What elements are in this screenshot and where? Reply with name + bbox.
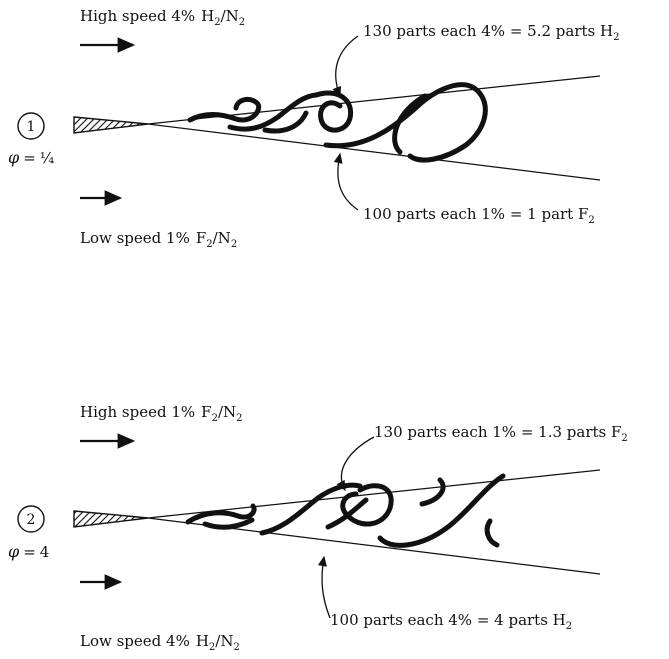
panel-1-case-number: 1 [27,119,36,135]
panel-2-high-stream-label: High speed 1%F2/N2 [80,403,243,424]
panel-1-lower-annotation: 100 parts each 1% = 1 part F2 [363,205,595,226]
panel-1-splitter-plate [73,116,149,134]
panel-1-lower-callout-arrow [333,152,359,211]
panel-1: High speed 4%H2/N2 1 φ=¼ 130 [8,7,619,250]
panel-1-low-stream-label: Low speed 1%F2/N2 [80,229,237,250]
panel-2-low-stream-label: Low speed 4%H2/N2 [80,632,240,653]
panel-2-case-circle [17,505,45,533]
panel-2-phi-label: φ=4 [8,542,49,561]
panel-2-upper-callout-arrow [336,436,375,492]
panel-1-case-circle [17,112,45,140]
panel-1-vortex-structures [187,82,488,163]
panel-2-lower-annotation: 100 parts each 4% = 4 parts H2 [330,611,572,632]
panel-1-layer-lower-edge [147,123,601,181]
panel-2-lower-callout-arrow [317,555,331,619]
panel-1-high-stream-label: High speed 4%H2/N2 [80,7,245,28]
panel-2-upper-annotation: 130 parts each 1% = 1.3 parts F2 [374,423,628,444]
panel-1-upper-callout-arrow [332,35,359,98]
panel-1-upper-annotation: 130 parts each 4% = 5.2 parts H2 [363,22,619,43]
panel-2: High speed 1%F2/N2 2 φ=4 130 parts each … [8,403,628,653]
panel-2-splitter-plate [73,510,149,528]
panel-1-phi-label: φ=¼ [8,148,55,167]
panel-2-layer-upper-edge [147,469,601,519]
panel-2-case-number: 2 [27,512,36,528]
panel-2-vortex-structures [185,473,506,548]
